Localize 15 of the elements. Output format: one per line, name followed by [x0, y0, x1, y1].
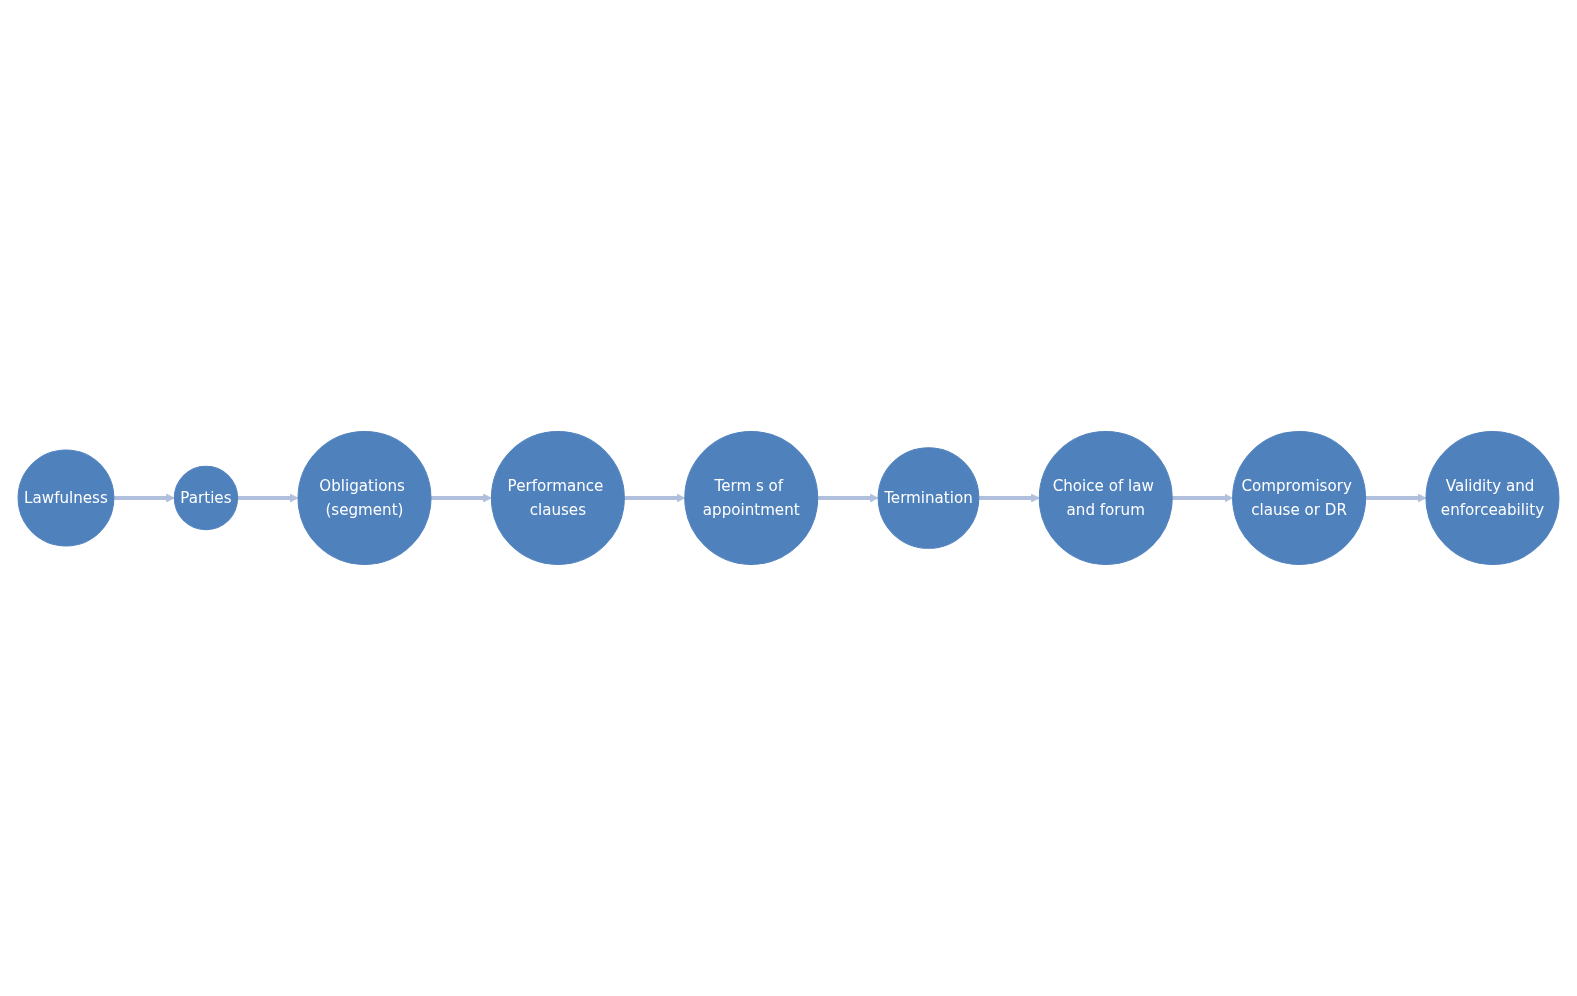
- node-circle: Validity and enforceability: [1425, 431, 1560, 565]
- node-circle: Parties: [173, 465, 239, 531]
- arrow: [1365, 493, 1427, 503]
- arrow: [430, 493, 492, 503]
- arrow: [978, 493, 1040, 503]
- node-circle: Performance clauses: [490, 431, 625, 565]
- node-circle: Term s of appointment: [684, 431, 819, 565]
- node-circle: Obligations (segment): [297, 431, 432, 565]
- arrow: [817, 493, 879, 503]
- node-circle: Choice of law and forum: [1038, 431, 1173, 565]
- arrow: [237, 493, 299, 503]
- node-circle: Compromisory clause or DR: [1232, 431, 1367, 565]
- arrow: [113, 493, 175, 503]
- node-circle: Termination: [877, 447, 980, 549]
- node-circle: Lawfulness: [17, 449, 115, 547]
